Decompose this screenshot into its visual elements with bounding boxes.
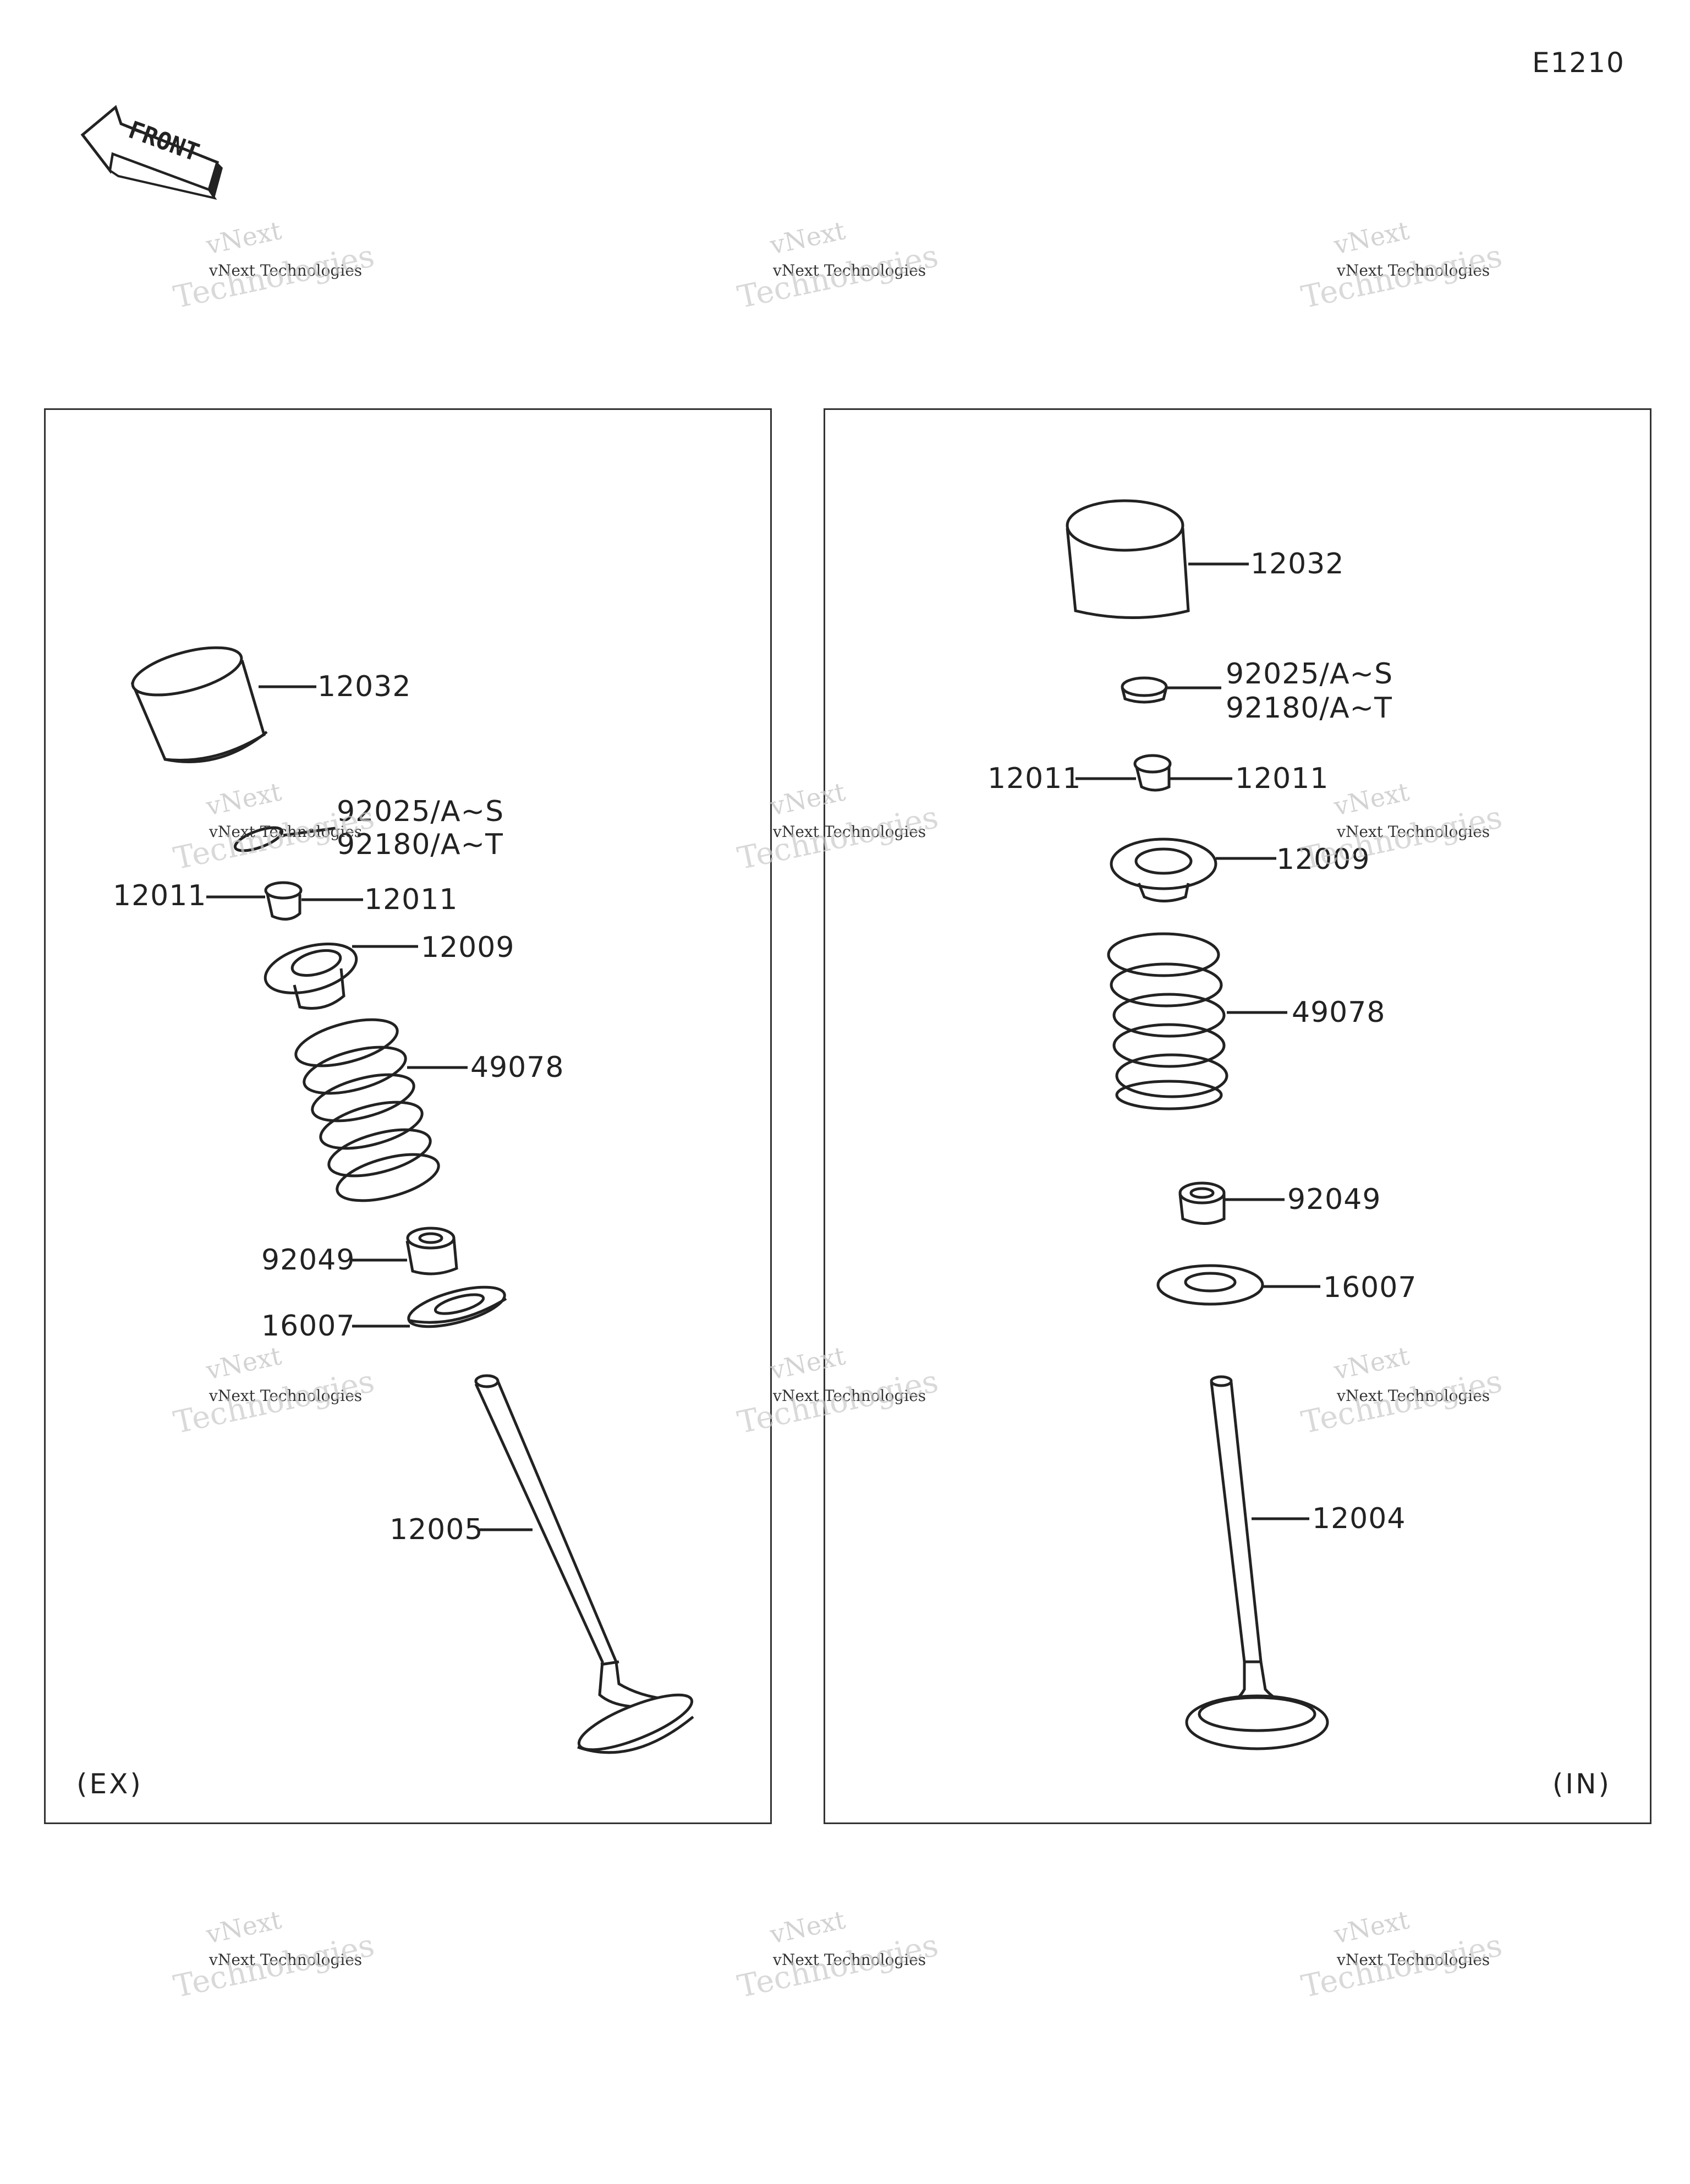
exhaust-panel: (EX) <box>44 408 772 1824</box>
ex-cotter-drawing <box>264 881 303 921</box>
in-valve-label: 12004 <box>1312 1502 1406 1535</box>
in-retainer-drawing <box>1110 838 1217 902</box>
in-spring-label: 49078 <box>1292 996 1386 1029</box>
in-spring-seat-drawing <box>1156 1264 1264 1306</box>
in-shim-label-a: 92025/A~S <box>1226 658 1393 691</box>
ex-stem-seal-drawing <box>405 1227 458 1276</box>
ex-spring-seat-drawing <box>407 1285 507 1328</box>
in-cotter-label-right: 12011 <box>1235 762 1329 795</box>
ex-spring-drawing <box>294 1018 440 1202</box>
in-tappet-label: 12032 <box>1250 548 1345 581</box>
ex-spring-label: 49078 <box>470 1051 564 1084</box>
ex-cotter-label-left: 12011 <box>113 879 207 912</box>
in-tappet-drawing <box>1066 499 1190 619</box>
in-retainer-label: 12009 <box>1276 843 1370 876</box>
in-cotter-label-left: 12011 <box>987 762 1082 795</box>
ex-retainer-label: 12009 <box>421 931 515 964</box>
in-stem-seal-drawing <box>1178 1181 1226 1225</box>
ex-valve-label: 12005 <box>389 1513 484 1546</box>
in-cotter-drawing <box>1133 754 1172 792</box>
in-stem-seal-label: 92049 <box>1287 1183 1381 1216</box>
intake-panel: (IN) <box>824 408 1651 1824</box>
ex-stem-seal-label: 92049 <box>261 1244 355 1277</box>
ex-tappet-label: 12032 <box>317 670 411 703</box>
ex-shim-label-a: 92025/A~S <box>337 795 504 828</box>
ex-retainer-drawing <box>264 943 358 1010</box>
in-spring-seat-label: 16007 <box>1323 1271 1417 1304</box>
ex-shim-drawing <box>233 826 284 852</box>
in-valve-drawing <box>1185 1375 1329 1750</box>
ex-tappet-drawing <box>130 646 268 763</box>
ex-cotter-label-right: 12011 <box>364 883 458 916</box>
in-spring-drawing <box>1107 932 1228 1110</box>
in-shim-drawing <box>1121 676 1168 704</box>
ex-spring-seat-label: 16007 <box>261 1310 355 1343</box>
ex-shim-label-b: 92180/A~T <box>337 828 503 861</box>
diagram-code: E1210 <box>1532 47 1625 79</box>
ex-valve-drawing <box>474 1374 694 1754</box>
in-shim-label-b: 92180/A~T <box>1226 692 1392 725</box>
intake-panel-tag: (IN) <box>1552 1768 1611 1800</box>
ex-shim-leader <box>283 826 336 837</box>
exhaust-panel-tag: (EX) <box>76 1768 143 1800</box>
front-arrow-icon: FRONT <box>80 105 223 200</box>
